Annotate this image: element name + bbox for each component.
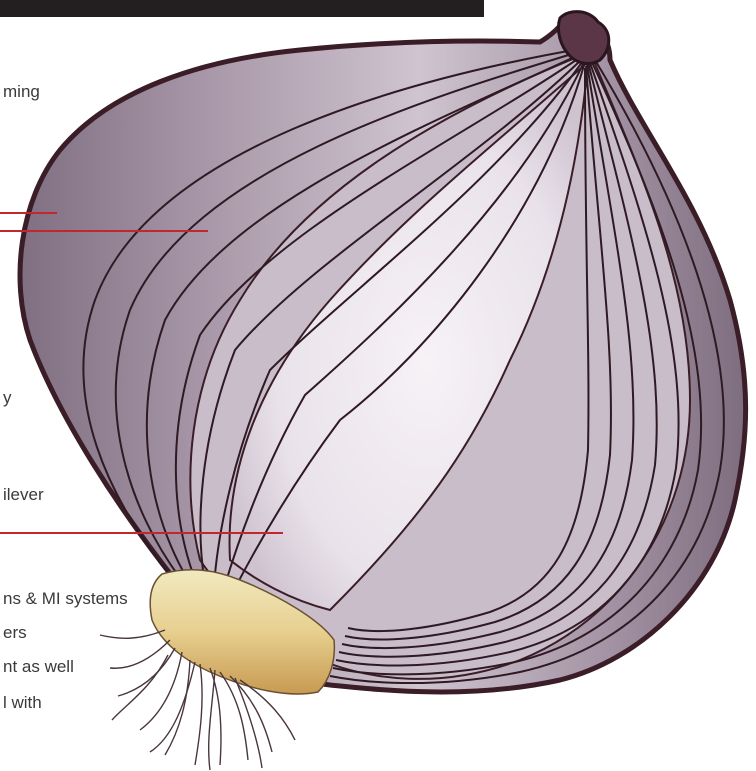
label-fragment-2: y xyxy=(3,388,12,408)
label-fragment-1: ming xyxy=(3,82,40,102)
label-fragment-7: l with xyxy=(3,693,42,713)
label-fragment-5: ers xyxy=(3,623,27,643)
label-fragment-3: ilever xyxy=(3,485,44,505)
label-fragment-6: nt as well xyxy=(3,657,74,677)
label-fragment-4: ns & MI systems xyxy=(3,589,128,609)
